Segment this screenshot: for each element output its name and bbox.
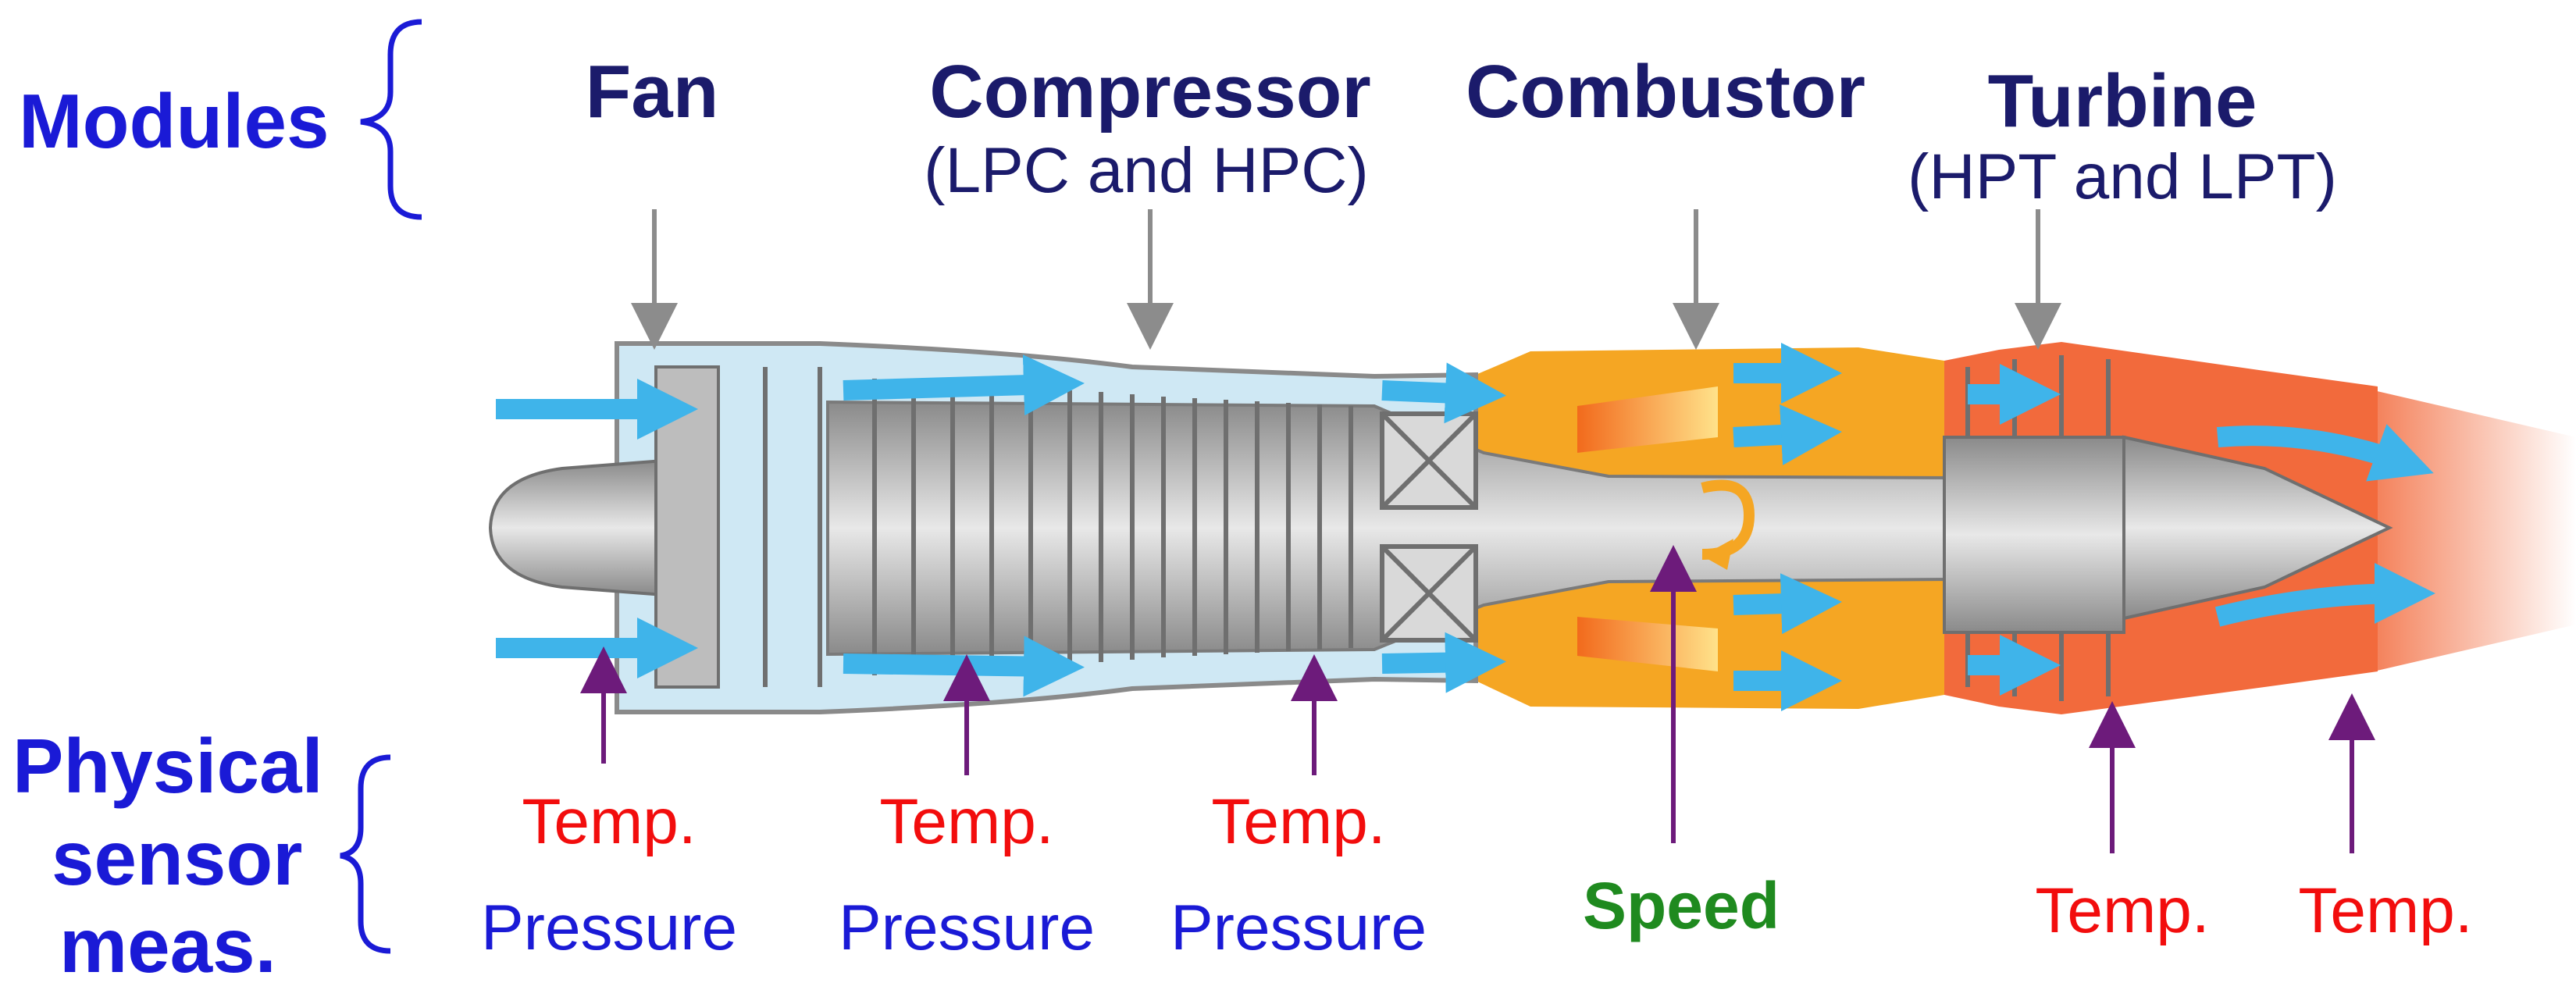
sensor-speed: Speed: [1582, 869, 1780, 942]
modules-label: Modules: [19, 78, 330, 164]
module-compressor-subtitle: (LPC and HPC): [924, 135, 1369, 206]
curly-brace-icon: [340, 754, 391, 954]
curly-brace-icon: [360, 19, 422, 220]
sensor-hpc-temp: Temp.: [1211, 786, 1386, 857]
module-combustor-label: Combustor: [1466, 50, 1865, 134]
physical-sensor-label-line2: sensor: [52, 815, 303, 901]
sensor-lpt-temp: Temp.: [2298, 875, 2473, 946]
sensor-hpc-pressure: Pressure: [1170, 892, 1427, 963]
module-turbine-subtitle: (HPT and LPT): [1908, 141, 2337, 212]
diffuser-frame: [1380, 411, 1478, 643]
sensor-fan-pressure: Pressure: [480, 892, 738, 963]
sensor-arrows: [580, 545, 2375, 853]
tail-cone: [2122, 435, 2393, 621]
module-arrows: [631, 209, 2061, 350]
sensor-fan-temp: Temp.: [522, 786, 697, 857]
combustor-flame-top: [1577, 386, 1718, 453]
rotation-arrow-icon: [1701, 479, 1755, 570]
exhaust-plume: [2374, 390, 2576, 671]
sensor-lpc-temp: Temp.: [879, 786, 1054, 857]
sensor-lpc-pressure: Pressure: [838, 892, 1096, 963]
physical-sensor-label-line1: Physical: [12, 723, 323, 809]
module-turbine-label: Turbine: [1987, 59, 2257, 143]
module-compressor-label: Compressor: [929, 50, 1371, 134]
module-fan-label: Fan: [585, 50, 719, 134]
combustor-flame-bottom: [1577, 617, 1718, 671]
physical-sensor-label-line3: meas.: [59, 903, 276, 988]
airflow-arrows: [496, 343, 2435, 711]
turbine-disk: [1943, 436, 2125, 634]
nose-cone: [488, 458, 665, 597]
sensor-hpt-temp: Temp.: [2035, 875, 2210, 946]
